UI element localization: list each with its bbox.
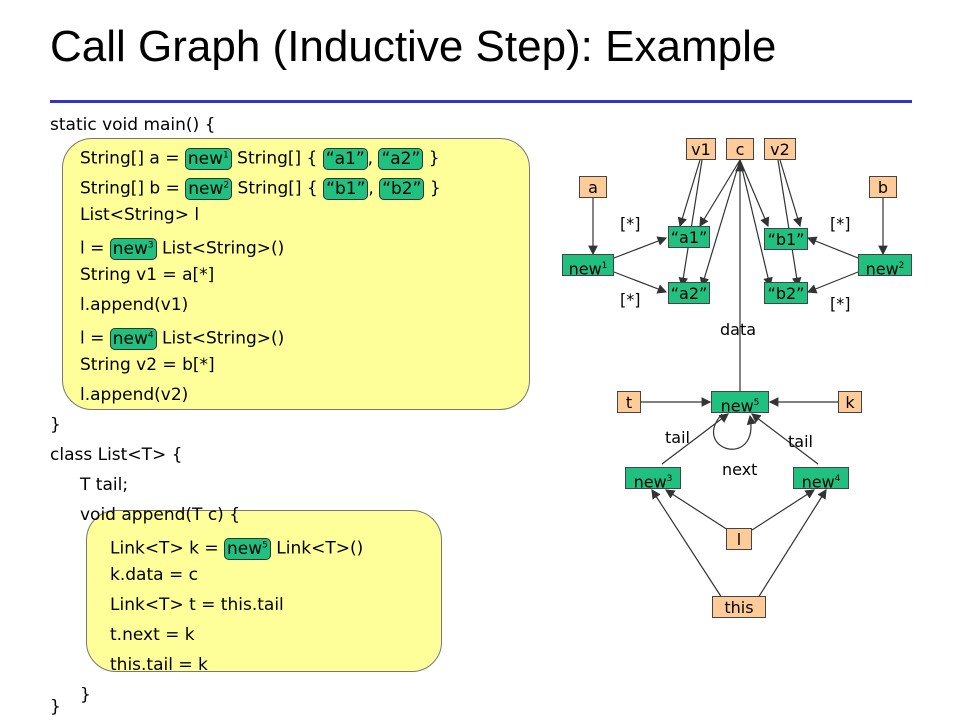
node-a2: “a2” — [668, 282, 710, 304]
edge-label-tail: tail — [665, 428, 690, 447]
node-v1: v1 — [686, 138, 716, 160]
node-a1: “a1” — [668, 226, 710, 248]
edge-this-new4 — [757, 488, 827, 599]
node-this: this — [712, 596, 766, 618]
page-title: Call Graph (Inductive Step): Example — [50, 22, 777, 71]
code-line: class List<T> { — [50, 445, 183, 465]
main-body-highlight — [62, 138, 530, 410]
edge-label-star: [*] — [620, 214, 641, 233]
node-v2: v2 — [764, 138, 796, 160]
code-line: l = new4 List<String>() — [80, 327, 285, 350]
code-line: l = new3 List<String>() — [80, 237, 285, 260]
code-line: } — [50, 415, 61, 435]
title-underline — [50, 100, 912, 103]
code-line: T tail; — [80, 475, 129, 495]
code-line: String v2 = b[*] — [80, 355, 215, 375]
code-line: String[] a = new1 String[] { “a1”, “a2” … — [80, 147, 440, 170]
code-line: } — [80, 685, 91, 705]
code-line: void append(T c) { — [80, 505, 241, 525]
edge-c-b1 — [739, 159, 770, 228]
edge-c-a1 — [699, 159, 741, 228]
node-c: c — [726, 138, 754, 160]
alloc-site: new5 — [224, 537, 271, 560]
edge-l-new4 — [751, 489, 816, 531]
code-line: List<String> l — [80, 205, 200, 225]
alloc-site: new4 — [109, 327, 157, 350]
node-t: t — [617, 391, 641, 413]
edge-label-tail: tail — [788, 432, 813, 451]
code-line: l.append(v1) — [80, 295, 189, 315]
edge-label-next: next — [722, 460, 758, 479]
code-line: static void main() { — [50, 115, 216, 135]
edge-v2-b1 — [779, 159, 803, 228]
edge-new1-a1 — [613, 236, 668, 259]
code-line: } — [50, 697, 61, 717]
code-line: Link<T> k = new5 Link<T>() — [110, 537, 364, 560]
code-line: Link<T> t = this.tail — [110, 595, 284, 615]
edge-new1-a2 — [613, 271, 668, 294]
edge-l-new3 — [664, 489, 729, 531]
alloc-site: “a1” — [322, 147, 368, 170]
alloc-site: “b2” — [379, 177, 425, 200]
node-k: k — [838, 391, 862, 413]
edge-new2-b2 — [806, 271, 859, 294]
edge-v1-a1 — [677, 159, 701, 228]
append-body-highlight — [86, 510, 442, 672]
node-b1: “b1” — [764, 228, 808, 250]
code-line: k.data = c — [110, 565, 198, 585]
node-l: l — [726, 528, 752, 550]
node-new5: new5 — [711, 391, 769, 415]
edge-label-star: [*] — [830, 294, 851, 313]
code-line: String v1 = a[*] — [80, 265, 215, 285]
edge-this-new3 — [651, 488, 723, 599]
edge-v2-b2 — [777, 159, 802, 288]
edge-new2-b1 — [806, 236, 859, 259]
node-new2: new2 — [858, 254, 912, 278]
node-b: b — [869, 176, 897, 198]
alloc-site: “b1” — [323, 177, 369, 200]
node-b2: “b2” — [764, 282, 808, 304]
edge-label-star: [*] — [830, 214, 851, 233]
node-a: a — [579, 176, 607, 198]
code-line: t.next = k — [110, 625, 195, 645]
edge-c-b2 — [739, 159, 773, 288]
edge-label-star: [*] — [620, 290, 641, 309]
code-line: String[] b = new2 String[] { “b1”, “b2” … — [80, 177, 441, 200]
alloc-site: new1 — [184, 147, 232, 170]
edge-new4-new5-tail — [751, 413, 819, 465]
node-new4: new4 — [793, 467, 849, 491]
edge-v1-a2 — [678, 159, 703, 288]
alloc-site: “a2” — [378, 147, 424, 170]
alloc-site: new3 — [109, 237, 157, 260]
edge-new3-new5-tail — [661, 413, 729, 465]
alloc-site: new2 — [185, 177, 233, 200]
edge-new5-next-loop — [713, 413, 757, 450]
edge-c-a2 — [699, 159, 741, 288]
node-new3: new3 — [625, 467, 681, 491]
edge-label-data: data — [720, 320, 757, 339]
code-line: l.append(v2) — [80, 385, 189, 405]
code-line: this.tail = k — [110, 655, 208, 675]
node-new1: new1 — [562, 254, 614, 278]
